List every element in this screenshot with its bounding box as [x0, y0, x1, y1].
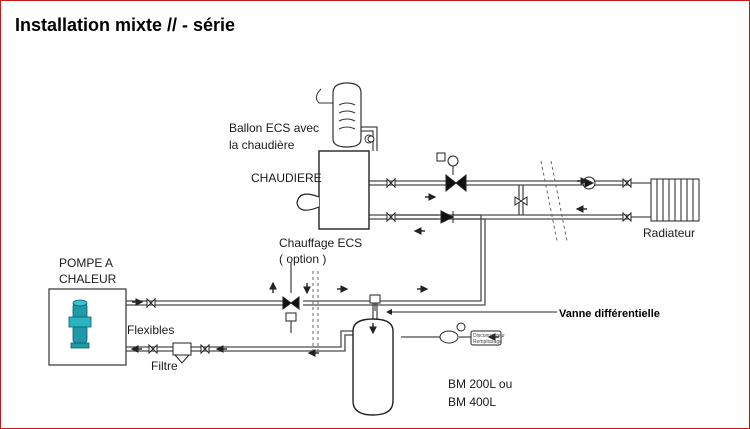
label-bm-line1: BM 200L ou — [448, 377, 512, 391]
boiler — [296, 150, 370, 230]
check-valve-icon — [440, 210, 455, 224]
label-pompe-line2: CHALEUR — [59, 272, 117, 286]
label-ballon-line2: la chaudière — [229, 138, 295, 152]
radiator — [631, 178, 700, 222]
diagram-title: Installation mixte // - série — [15, 15, 236, 35]
ballon-ecs-tank — [315, 82, 374, 148]
differential-valve-icon — [369, 294, 381, 311]
label-filtre: Filtre — [151, 359, 178, 373]
bm-buffer-tank — [352, 318, 394, 416]
label-ballon-line1: Ballon ECS avec — [229, 121, 319, 135]
label-chauffage-line2: ( option ) — [279, 252, 326, 266]
label-pompe-line1: POMPE A — [59, 256, 113, 270]
label-chauffage-line1: Chauffage ECS — [279, 236, 362, 250]
option-dashed-lines — [312, 160, 568, 353]
filter-icon — [172, 342, 192, 364]
heat-pump-unit — [48, 288, 127, 366]
mixing-valve-icon — [436, 152, 467, 193]
label-bm-line2: BM 400L — [448, 395, 496, 409]
label-vanne: Vanne différentielle — [559, 308, 660, 320]
label-radiateur: Radiateur — [643, 226, 695, 240]
three-way-valve-icon — [282, 296, 300, 322]
flow-arrows — [130, 177, 589, 357]
bypass-valve-icon — [514, 196, 528, 206]
label-flexibles: Flexibles — [127, 323, 174, 337]
label-rempl-line1: Disconnecteur — [473, 333, 505, 339]
pump-icon — [68, 299, 92, 349]
ball-valve-icon — [146, 177, 632, 355]
pipework — [126, 126, 631, 352]
label-chaudiere: CHAUDIERE — [251, 171, 322, 185]
label-rempl-line2: Remplissage — [473, 339, 502, 345]
